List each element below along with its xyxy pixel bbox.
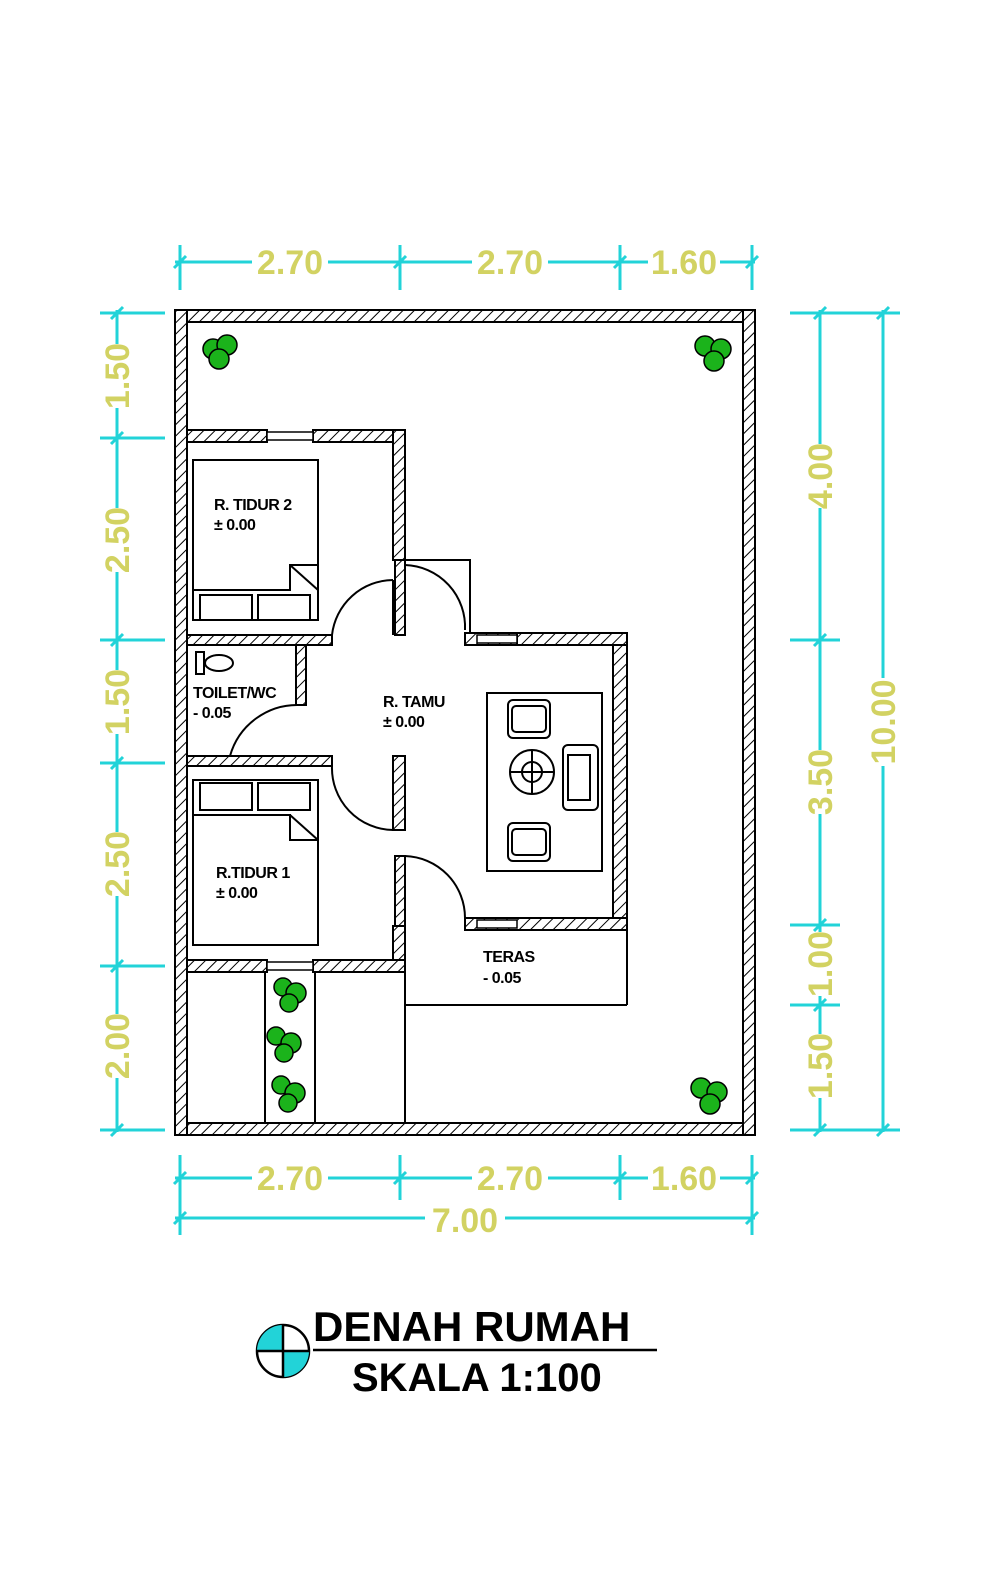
dim-bottom-1: 2.70 (257, 1160, 323, 1198)
outer-wall (174, 309, 756, 1136)
dimension-ticks (109, 254, 891, 1226)
room-level-tidur2: ± 0.00 (214, 517, 256, 534)
room-label-teras: TERAS (483, 949, 536, 966)
section-symbol-icon (255, 1323, 311, 1379)
plant-icon (266, 1026, 302, 1063)
dim-right-2: 3.50 (802, 749, 840, 815)
room-label-tidur1: R.TIDUR 1 (216, 865, 290, 882)
dim-right-4: 1.50 (802, 1033, 840, 1099)
dim-left-2: 2.50 (99, 507, 137, 573)
room-level-teras: - 0.05 (483, 970, 522, 987)
bed-icon (192, 779, 319, 946)
thin-lines (264, 559, 628, 1123)
toilet-icon (195, 651, 234, 675)
room-level-toilet: - 0.05 (193, 705, 232, 722)
windows (266, 431, 518, 971)
dim-bottom-2: 2.70 (477, 1160, 543, 1198)
bed-icon (192, 459, 319, 621)
dim-top-3: 1.60 (651, 244, 717, 282)
room-label-tidur2: R. TIDUR 2 (214, 497, 292, 514)
dim-top-1: 2.70 (257, 244, 323, 282)
dim-right-3: 1.00 (802, 931, 840, 997)
doors (229, 564, 467, 919)
dim-right-1: 4.00 (802, 443, 840, 509)
plant-icon (273, 977, 307, 1013)
plan-title: DENAH RUMAH (313, 1303, 630, 1350)
room-label-tamu: R. TAMU (383, 694, 445, 711)
plant-icon (202, 334, 238, 370)
dim-left-3: 1.50 (99, 669, 137, 735)
room-level-tamu: ± 0.00 (383, 714, 425, 731)
dimension-labels: 2.70 2.70 1.60 2.70 2.70 1.60 7.00 1.50 … (97, 240, 903, 1240)
plan-scale: SKALA 1:100 (352, 1356, 602, 1400)
interior-walls (186, 429, 628, 973)
dim-bottom-3: 1.60 (651, 1160, 717, 1198)
dim-bottom-total: 7.00 (432, 1202, 498, 1240)
sofa-set-icon (486, 692, 603, 872)
plant-icon (271, 1075, 306, 1113)
room-level-tidur1: ± 0.00 (216, 885, 258, 902)
plant-icon (694, 335, 732, 372)
dim-left-4: 2.50 (99, 831, 137, 897)
room-label-toilet: TOILET/WC (193, 685, 277, 702)
dim-left-1: 1.50 (99, 343, 137, 409)
dim-left-5: 2.00 (99, 1013, 137, 1079)
dim-right-total: 10.00 (865, 679, 903, 764)
dim-top-2: 2.70 (477, 244, 543, 282)
plant-icon (690, 1077, 728, 1115)
